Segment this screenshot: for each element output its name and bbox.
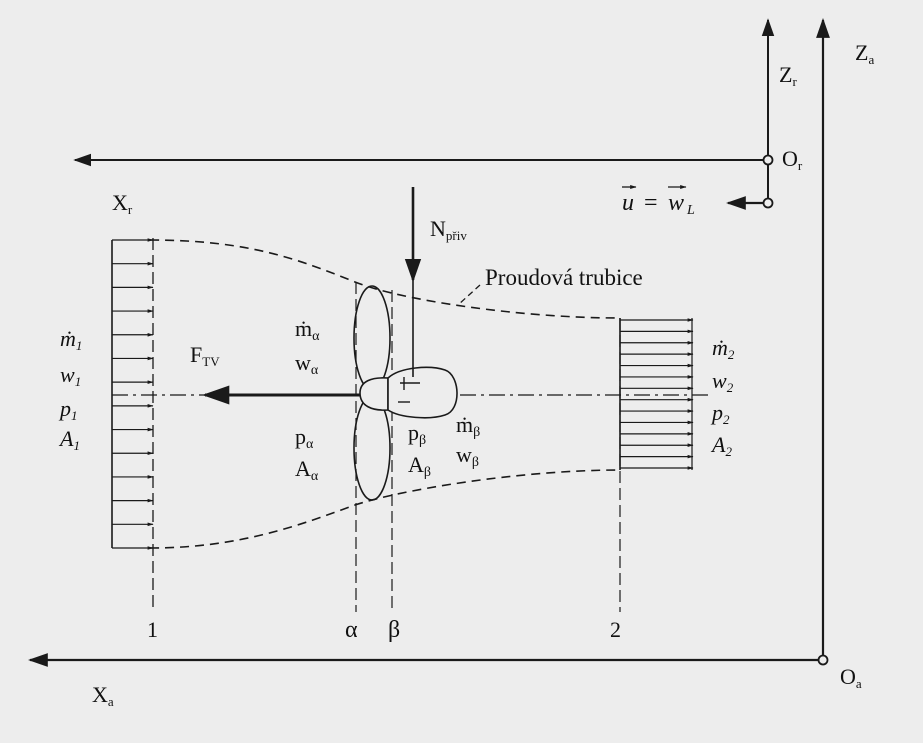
- section-2-label: 2: [610, 617, 621, 642]
- outlet-velocity-profile: [620, 318, 694, 470]
- label-w: w: [668, 190, 684, 216]
- label-za: Za: [855, 40, 874, 67]
- section-beta-label: β: [388, 617, 400, 643]
- label-xr: Xr: [112, 190, 133, 217]
- label-a2: A2: [710, 432, 732, 459]
- label-w2: w2: [712, 368, 734, 395]
- inlet-velocity-profile: [112, 238, 154, 550]
- origin-or: [762, 154, 774, 166]
- station1-variables: ṁ1 w1 p1 A1: [58, 326, 82, 453]
- station2-variables: ṁ2 w2 p2 A2: [710, 335, 735, 459]
- label-a-alpha: Aα: [295, 456, 319, 484]
- beta-variables: pβ Aβ ṁβ wβ: [408, 412, 480, 480]
- propeller-blade-upper: [353, 285, 391, 391]
- section-alpha-label: α: [345, 617, 358, 643]
- label-ftv: FTV: [190, 342, 220, 369]
- label-eq: =: [638, 190, 664, 216]
- label-m1: ṁ1: [60, 326, 82, 353]
- label-a1: A1: [58, 426, 80, 453]
- label-tube: Proudová trubice: [485, 265, 643, 290]
- label-w-alpha: wα: [295, 350, 319, 378]
- label-m2: ṁ2: [712, 335, 735, 362]
- label-p-alpha: pα: [295, 424, 314, 452]
- label-w-beta: wβ: [456, 442, 479, 470]
- velocity-origin: [762, 197, 774, 209]
- propeller-spinner: [359, 377, 389, 411]
- label-n-priv: Npřiv: [430, 216, 467, 243]
- tube-leader: [457, 284, 481, 306]
- streamtube-upper: [149, 239, 621, 319]
- label-w1: w1: [60, 362, 81, 389]
- label-u: u: [622, 190, 634, 216]
- propeller-blade-lower: [353, 395, 391, 501]
- label-a-beta: Aβ: [408, 452, 431, 480]
- label-xa: Xa: [92, 682, 114, 709]
- label-w-sub: L: [686, 203, 695, 218]
- alpha-variables: ṁα wα pα Aα: [295, 316, 320, 484]
- section-1-label: 1: [147, 617, 158, 642]
- label-p2: p2: [710, 400, 730, 427]
- label-m-beta: ṁβ: [456, 412, 480, 440]
- label-u-eq-wl: u = w L: [622, 185, 695, 218]
- streamtube-lower: [149, 469, 621, 549]
- label-p1: p1: [58, 396, 78, 423]
- label-p-beta: pβ: [408, 420, 426, 448]
- label-zr: Zr: [779, 62, 797, 89]
- label-or: Or: [782, 146, 803, 173]
- label-m-alpha: ṁα: [295, 316, 320, 344]
- origin-oa: [817, 654, 829, 666]
- label-oa: Oa: [840, 664, 862, 691]
- engine-nacelle: [387, 366, 458, 419]
